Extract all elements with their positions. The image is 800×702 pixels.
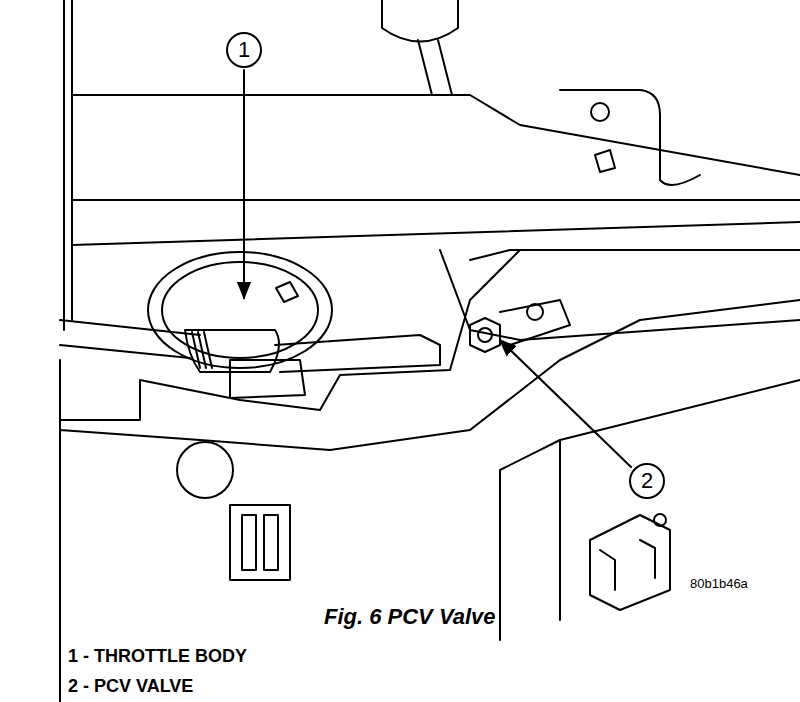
bolt <box>591 103 609 121</box>
bolt <box>654 514 666 526</box>
engine-cover <box>60 300 800 702</box>
housing <box>500 380 800 640</box>
key-entry: 2 - PCV VALVE <box>68 676 193 697</box>
pcv-grommet <box>500 300 570 345</box>
upper-rail <box>72 95 800 175</box>
hose <box>275 335 440 372</box>
callout-number: 1 <box>238 39 250 61</box>
frame-edge <box>64 0 72 330</box>
oil-cap <box>382 0 458 42</box>
pcv-valve <box>470 318 500 352</box>
leader-line <box>243 70 245 298</box>
intake-manifold <box>470 250 800 260</box>
upper-rail <box>72 222 800 245</box>
figure-caption: Fig. 6 PCV Valve <box>324 604 496 630</box>
drawing-part <box>60 0 800 702</box>
bolt <box>527 304 543 320</box>
callout-circle: 1 <box>226 32 262 68</box>
upper-rail <box>72 199 800 201</box>
sensor-connector <box>590 515 670 610</box>
leader-line <box>500 340 631 467</box>
dipstick-tube <box>418 40 452 95</box>
throttle-body <box>148 252 332 368</box>
drawing-code: 80b1b46a <box>690 576 748 591</box>
intake-manifold <box>440 250 800 340</box>
hose <box>60 320 200 358</box>
hose-rings <box>192 332 212 368</box>
callout-circle: 2 <box>629 463 665 499</box>
callout-number: 2 <box>641 470 653 492</box>
slot <box>595 150 615 172</box>
hose-end <box>185 330 279 372</box>
throttle-fitting <box>276 282 298 302</box>
key-entry: 1 - THROTTLE BODY <box>68 646 247 667</box>
bracket <box>230 360 305 398</box>
vent <box>230 505 290 580</box>
rail-bracket <box>560 90 700 185</box>
intake-manifold <box>60 250 520 420</box>
pcv-valve <box>478 328 492 342</box>
plug <box>177 442 233 498</box>
